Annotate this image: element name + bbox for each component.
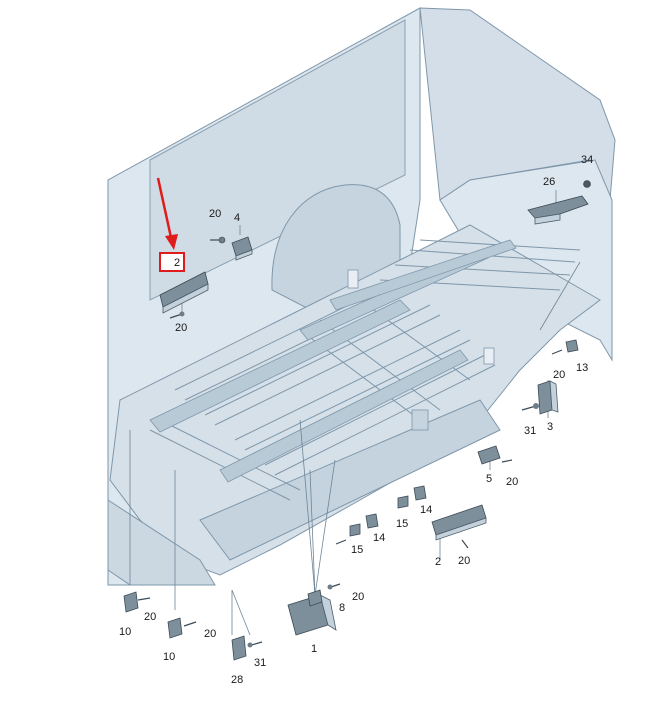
part-10-bracket-b (167, 617, 183, 639)
part-20-screw-b (169, 311, 185, 319)
part-20-screw-a (210, 236, 226, 244)
callout-14-b: 14 (373, 532, 385, 544)
part-3-bracket (537, 380, 559, 415)
callout-31-b: 31 (254, 657, 266, 669)
callout-14-a: 14 (420, 504, 432, 516)
callout-20-b: 20 (175, 322, 187, 334)
callout-26: 26 (543, 176, 555, 188)
floor-posts (347, 269, 495, 431)
part-34-clip (583, 180, 591, 188)
callout-28: 28 (231, 674, 243, 686)
part-20-screw-e (461, 539, 469, 549)
callout-2-b: 2 (435, 556, 441, 568)
callout-20-f: 20 (352, 591, 364, 603)
part-26-bracket (527, 195, 589, 225)
part-20-screw-d (501, 459, 513, 463)
part-20-screw-g (327, 583, 341, 590)
parts (123, 180, 591, 661)
part-31-bolt-b (247, 641, 263, 648)
callout-8: 8 (339, 602, 345, 614)
callout-15-a: 15 (396, 518, 408, 530)
highlight-arrow (156, 177, 174, 243)
callout-20-h: 20 (204, 628, 216, 640)
highlight-annotation: 2 (156, 177, 185, 272)
callout-34: 34 (581, 154, 593, 166)
callout-20-g: 20 (144, 611, 156, 623)
floor-cross-members (149, 239, 517, 483)
callout-1: 1 (311, 643, 317, 655)
part-20-screw-c (551, 349, 563, 355)
callout-10-a: 10 (119, 626, 131, 638)
callout-3: 3 (547, 421, 553, 433)
part-31-bolt-a (521, 403, 539, 411)
callout-20-a: 20 (209, 208, 221, 220)
callout-13: 13 (576, 362, 588, 374)
part-14-clip-a (413, 485, 427, 501)
floor-side-sill (199, 399, 501, 561)
part-13-clip (565, 339, 579, 353)
part-2-trim-lower (431, 504, 487, 541)
rear-lower-panel (107, 499, 216, 586)
leader-lines (129, 190, 581, 636)
part-8-clip (307, 589, 323, 607)
callout-4: 4 (234, 212, 240, 224)
part-15-clip-a (397, 495, 409, 509)
callout-labels: 20 4 20 34 26 20 13 31 3 5 20 14 15 14 1… (119, 154, 593, 686)
callout-5: 5 (486, 473, 492, 485)
callout-20-d: 20 (506, 476, 518, 488)
callout-15-b: 15 (351, 544, 363, 556)
callout-31-a: 31 (524, 425, 536, 437)
part-5-mount (477, 445, 501, 465)
vehicle-body (107, 7, 616, 586)
part-4-bracket (231, 236, 253, 261)
callout-10-b: 10 (163, 651, 175, 663)
part-20-screw-h (137, 597, 151, 601)
callout-20-e: 20 (458, 555, 470, 567)
highlight-box (159, 252, 185, 272)
callout-20-c: 20 (553, 369, 565, 381)
part-28-bracket (231, 635, 247, 661)
part-20-screw-i (183, 621, 197, 627)
part-20-screw-f (335, 539, 347, 545)
highlight-label: 2 (174, 257, 180, 269)
part-15-clip-b (349, 523, 361, 537)
part-2-trim-upper (159, 271, 209, 314)
side-window-panel (149, 19, 406, 301)
part-14-clip-b (365, 513, 379, 529)
highlight-arrowhead (165, 234, 178, 250)
part-10-bracket-a (123, 591, 139, 613)
